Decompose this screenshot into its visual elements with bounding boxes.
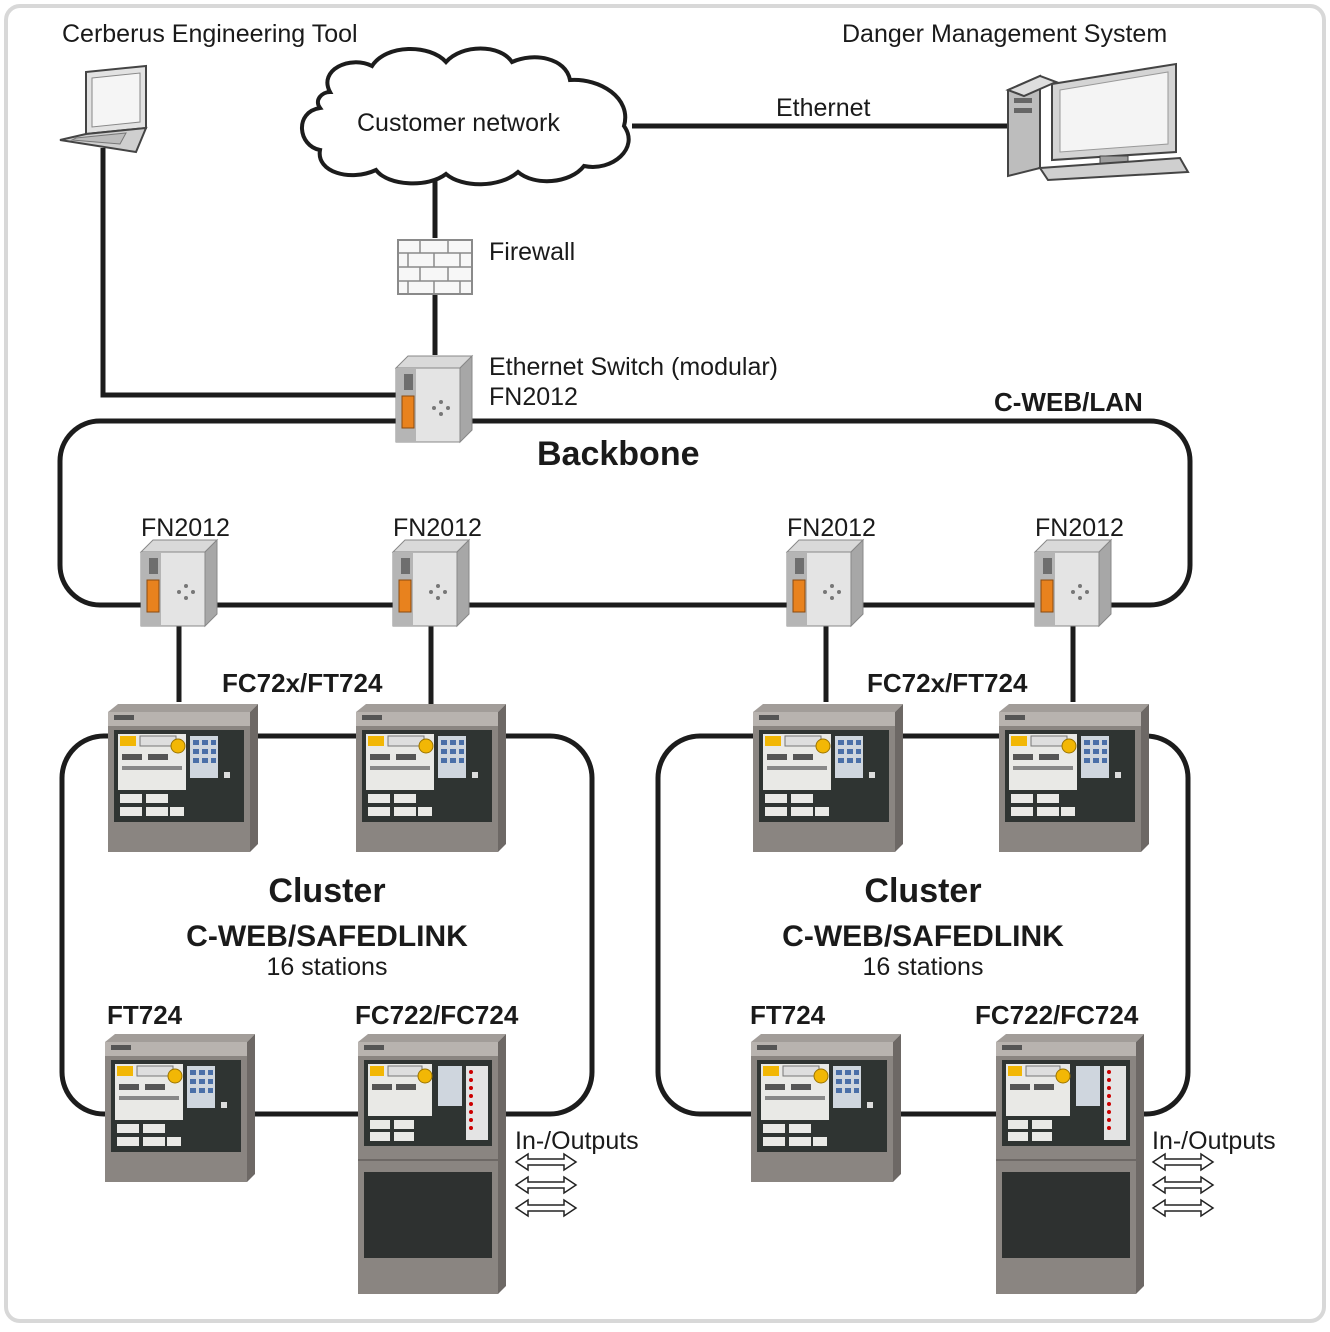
cluster-label-left: Cluster <box>268 872 385 910</box>
engineering-tool-label: Cerberus Engineering Tool <box>62 20 358 48</box>
fire-control-panel-icon <box>104 1033 256 1183</box>
cweb-safedlink-label-right: C-WEB/SAFEDLINK <box>782 920 1064 953</box>
ethernet-label: Ethernet <box>776 94 871 122</box>
fn2012-label-2: FN2012 <box>393 514 482 542</box>
fc72x-ft724-label-left: FC72x/FT724 <box>222 668 383 698</box>
cluster-ring-right <box>655 733 1191 1117</box>
fire-control-panel-icon <box>998 703 1150 853</box>
backbone-label: Backbone <box>537 435 700 473</box>
io-label-left: In-/Outputs <box>515 1127 639 1155</box>
firewall-icon <box>397 239 473 295</box>
laptop-icon <box>59 64 148 154</box>
engineering-tool-link <box>100 148 404 398</box>
fn2012-label-3: FN2012 <box>787 514 876 542</box>
switch-label-line2: FN2012 <box>489 383 578 411</box>
io-label-right: In-/Outputs <box>1152 1127 1276 1155</box>
fc722-fc724-label-left: FC722/FC724 <box>355 1000 519 1030</box>
stations-label-left: 16 stations <box>267 953 388 981</box>
outer-frame <box>4 4 1326 1323</box>
fn2012-label-4: FN2012 <box>1035 514 1124 542</box>
fn2012-switch-icon-1 <box>140 539 218 627</box>
danger-mgmt-label: Danger Management System <box>842 20 1167 48</box>
stations-label-right: 16 stations <box>863 953 984 981</box>
fn2012-label-1: FN2012 <box>141 514 230 542</box>
customer-network-label: Customer network <box>357 109 560 137</box>
ft724-label-right: FT724 <box>750 1000 826 1030</box>
fire-control-panel-icon <box>355 703 507 853</box>
cweb-safedlink-label-left: C-WEB/SAFEDLINK <box>186 920 468 953</box>
fire-control-panel-icon <box>357 1033 507 1295</box>
firewall-label: Firewall <box>489 238 575 266</box>
cluster-ring-left <box>59 733 595 1117</box>
fn2012-switch-icon-4 <box>1034 539 1112 627</box>
main-ethernet-switch-icon <box>395 355 473 443</box>
cloud-icon <box>300 46 631 187</box>
fc722-fc724-label-right: FC722/FC724 <box>975 1000 1139 1030</box>
fire-control-panel-icon <box>107 703 259 853</box>
cweb-lan-label: C-WEB/LAN <box>994 387 1143 417</box>
desktop-computer-icon <box>1005 62 1190 182</box>
ft724-label-left: FT724 <box>107 1000 183 1030</box>
cluster-label-right: Cluster <box>864 872 981 910</box>
fn2012-switch-icon-2 <box>392 539 470 627</box>
fire-control-panel-icon <box>995 1033 1145 1295</box>
switch-label-line1: Ethernet Switch (modular) <box>489 353 778 381</box>
backbone-ring <box>57 418 1193 608</box>
fire-control-panel-icon <box>750 1033 902 1183</box>
fn2012-switch-icon-3 <box>786 539 864 627</box>
fc72x-ft724-label-right: FC72x/FT724 <box>867 668 1028 698</box>
fire-control-panel-icon <box>752 703 904 853</box>
